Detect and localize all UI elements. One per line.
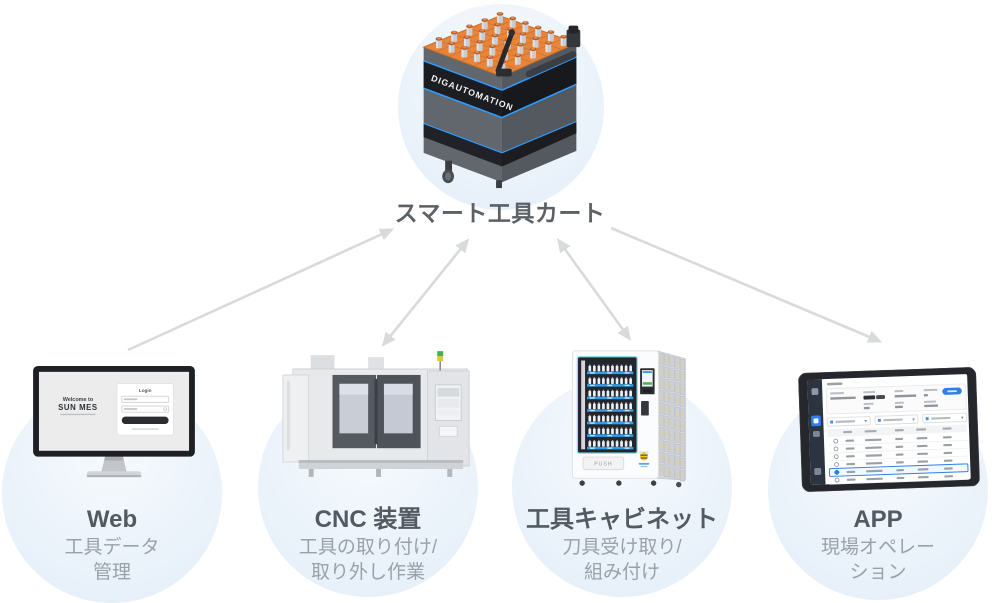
bee-logo xyxy=(638,450,650,468)
cnc-title: CNC 装置 xyxy=(314,506,422,533)
app-filter-select-3 xyxy=(922,412,968,424)
cnc-desc-line2: 取り外し作業 xyxy=(310,562,425,583)
arrow-cart-to-app xyxy=(610,226,883,343)
cnc-signal-lamp xyxy=(437,351,444,371)
cabinet-card-reader xyxy=(641,401,649,416)
app-tablet-illustration xyxy=(798,366,980,493)
arrow-web-to-cart xyxy=(127,228,395,352)
cabinet-desc-line1: 刀具受け取り/ xyxy=(562,537,682,558)
cnc-label-block: CNC 装置 工具の取り付け/ 取り外し作業 xyxy=(256,505,480,585)
username-field xyxy=(121,395,170,404)
welcome-line1: Welcome to xyxy=(63,397,94,403)
arrow-cabinet-cart-bidirectional xyxy=(556,238,632,341)
cart-body: DIGAUTOMATION xyxy=(423,43,577,183)
cnc-control-panel xyxy=(427,370,470,467)
web-monitor-illustration: Welcome to SUN MES Login xyxy=(33,366,195,478)
cabinet-front xyxy=(572,350,659,479)
cabinet-push-flap: PUSH xyxy=(582,456,625,471)
app-label-block: APP 現場オペレー ション xyxy=(766,505,990,585)
tool-cabinet-illustration: PUSH xyxy=(572,350,686,488)
cnc-machine-illustration xyxy=(282,351,470,477)
app-sidebar xyxy=(807,379,826,485)
login-title: Login xyxy=(139,388,152,393)
sidebar-home-icon xyxy=(812,430,820,437)
hub-label: スマート工具カート xyxy=(394,200,606,226)
app-header-card xyxy=(825,383,967,415)
cnc-desc-line1: 工具の取り付け/ xyxy=(298,537,438,558)
app-back-link xyxy=(826,382,843,386)
web-desc-line1: 工具データ xyxy=(64,537,160,558)
app-desc-line1: 現場オペレー xyxy=(820,537,935,558)
app-filter-select-2 xyxy=(874,414,919,426)
mes-welcome-block: Welcome to SUN MES xyxy=(58,397,98,416)
cnc-doors xyxy=(332,374,421,449)
app-table xyxy=(827,424,970,485)
login-button xyxy=(121,416,169,424)
smart-cart-illustration: DIGAUTOMATION xyxy=(422,11,581,189)
login-card: Login xyxy=(116,383,174,436)
web-label-block: Web 工具データ 管理 xyxy=(0,505,224,585)
diagram-canvas: DIGAUTOMATION xyxy=(0,4,990,603)
app-desc-line2: ション xyxy=(849,562,907,583)
web-desc-line2: 管理 xyxy=(92,562,131,583)
app-filter-bar xyxy=(826,412,968,427)
app-title: APP xyxy=(853,506,903,533)
welcome-line2: SUN MES xyxy=(58,403,98,412)
cabinet-title: 工具キャビネット xyxy=(526,506,718,533)
cabinet-label-block: 工具キャビネット 刀具受け取り/ 組み付け xyxy=(510,505,734,585)
push-label: PUSH xyxy=(594,462,612,468)
web-title: Web xyxy=(86,506,138,533)
highlighted-row-border xyxy=(828,463,969,477)
password-field xyxy=(121,405,170,413)
cart-lever xyxy=(495,29,516,77)
cabinet-touchscreen xyxy=(640,368,655,395)
cart-handle xyxy=(525,25,581,78)
highlighted-row-icon xyxy=(834,469,840,475)
sidebar-settings-icon xyxy=(814,468,822,475)
sidebar-user-icon xyxy=(811,388,819,396)
cabinet-casters xyxy=(579,480,682,488)
cart-casters xyxy=(442,160,502,189)
monitor-stand xyxy=(86,455,142,478)
cnc-base xyxy=(298,460,464,477)
cabinet-desc-line2: 組み付け xyxy=(583,562,660,583)
app-filter-select-1 xyxy=(826,416,871,427)
arrow-cnc-cart-bidirectional xyxy=(381,238,470,347)
cabinet-drawer-panel xyxy=(657,350,686,482)
